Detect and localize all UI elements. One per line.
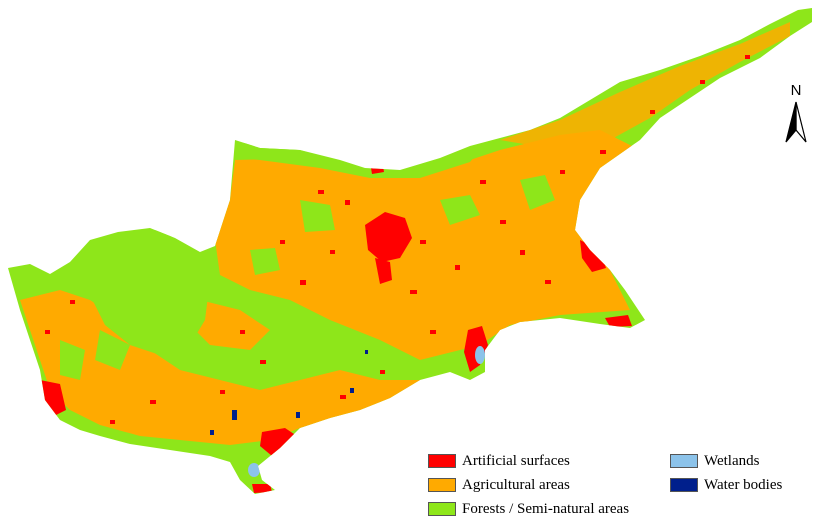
north-arrow-icon (785, 101, 807, 143)
legend-swatch-agricultural (428, 478, 456, 492)
legend-label-agricultural: Agricultural areas (462, 476, 570, 493)
troodos-forest (85, 230, 210, 355)
north-arrow: N (782, 82, 810, 148)
legend-swatch-wetlands (670, 454, 698, 468)
legend-item-agricultural: Agricultural areas (428, 475, 570, 495)
map-legend: Artificial surfaces Agricultural areas F… (428, 451, 813, 521)
water-bodies (210, 350, 368, 435)
legend-label-forest: Forests / Semi-natural areas (462, 500, 630, 517)
legend-item-water: Water bodies (670, 475, 782, 495)
kyrenia-range-forest (236, 142, 480, 178)
legend-item-wetlands: Wetlands (670, 451, 759, 471)
legend-item-artificial: Artificial surfaces (428, 451, 570, 471)
legend-item-forest: Forests / Semi-natural areas (428, 499, 629, 519)
legend-swatch-forest (428, 502, 456, 516)
wetlands (248, 346, 485, 477)
legend-swatch-artificial (428, 454, 456, 468)
legend-label-artificial: Artificial surfaces (462, 452, 570, 469)
north-label: N (790, 82, 802, 99)
legend-label-water: Water bodies (704, 476, 783, 493)
legend-swatch-water (670, 478, 698, 492)
legend-label-wetlands: Wetlands (704, 452, 760, 469)
agricultural-areas (20, 22, 790, 445)
